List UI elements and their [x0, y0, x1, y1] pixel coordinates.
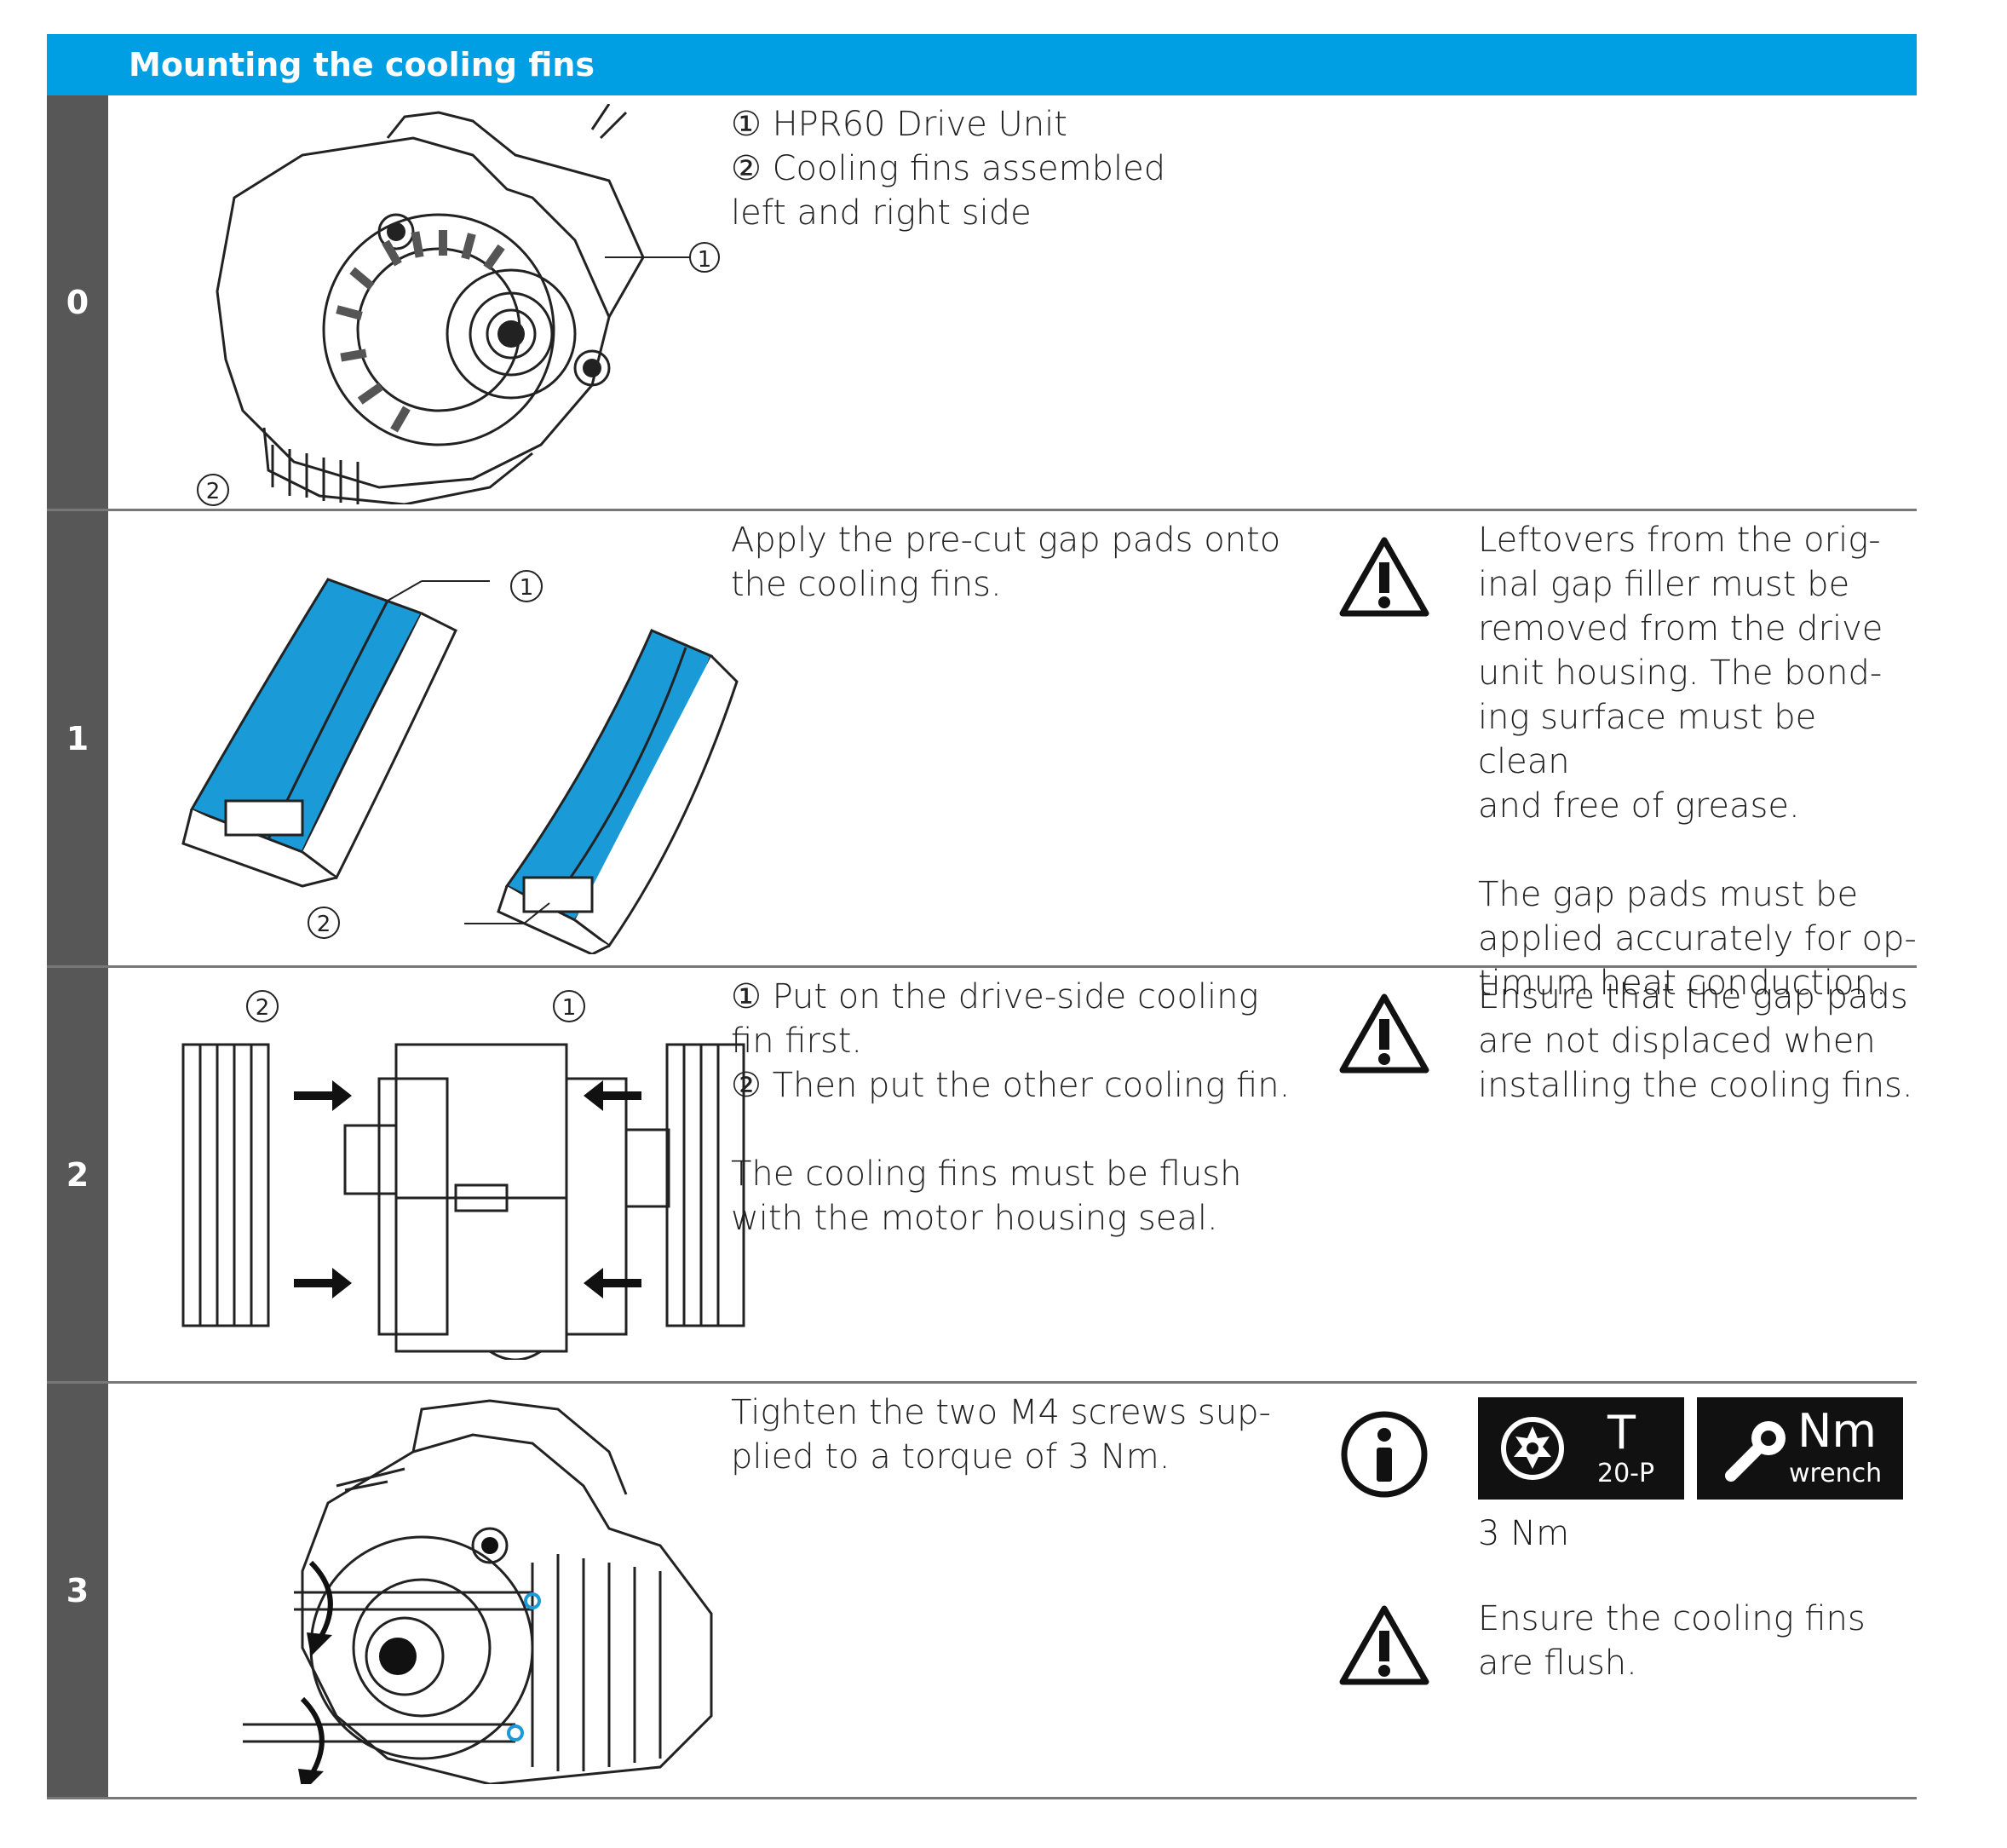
step-description: Apply the pre-cut gap pads onto the cool…	[731, 521, 1281, 604]
step-description: ① HPR60 Drive Unit ② Cooling fins assemb…	[731, 105, 1166, 233]
section-header: Mounting the cooling fins	[47, 34, 1917, 95]
callout-2: 2	[206, 479, 221, 504]
warning-icon	[1339, 1605, 1429, 1685]
callout-2: 2	[317, 912, 331, 937]
step-description: Tighten the two M4 screws sup- plied to …	[731, 1393, 1271, 1477]
step-row-2: 2	[47, 968, 1917, 1384]
step-row-0: 0	[47, 95, 1917, 511]
cooling-fin-installation-illustration	[181, 1043, 745, 1360]
callout-2-marker: 2	[197, 474, 229, 506]
info-icon	[1341, 1411, 1428, 1498]
warning-note: Ensure that the gap pads are not displac…	[1478, 977, 1913, 1105]
warning-icon	[1339, 537, 1429, 617]
callout-2-marker: 2	[308, 907, 340, 939]
callout-1: 1	[562, 995, 577, 1021]
torx-size-letter: T	[1607, 1406, 1636, 1459]
callout-1-marker: 1	[510, 570, 543, 602]
warning-note: Ensure the cooling fins are flush.	[1478, 1599, 1866, 1683]
step-row-3: 3	[47, 1384, 1917, 1799]
wrench-icon	[1725, 1421, 1786, 1482]
step-number: 2	[47, 968, 108, 1381]
section-title: Mounting the cooling fins	[129, 46, 595, 83]
torque-value: 3 Nm	[1478, 1514, 1570, 1553]
warning-note: Leftovers from the orig- inal gap filler…	[1478, 521, 1917, 1003]
page: Mounting the cooling fins 0	[47, 34, 1917, 1799]
gap-pads-illustration	[181, 578, 739, 954]
torque-wrench-badge: Nm wrench	[1697, 1397, 1903, 1500]
drive-unit-illustration: 1	[216, 104, 720, 504]
callout-2: 2	[256, 995, 270, 1021]
torx-icon	[1501, 1417, 1564, 1480]
callout-1: 1	[698, 247, 712, 273]
callout-1-marker: 1	[553, 990, 585, 1022]
wrench-label: wrench	[1789, 1459, 1883, 1488]
step-row-1: 1 1	[47, 511, 1917, 1003]
callout-1: 1	[520, 575, 534, 601]
step-number: 3	[47, 1384, 108, 1797]
step-number: 1	[47, 511, 108, 965]
warning-icon	[1339, 993, 1429, 1074]
screw-tightening-illustration	[243, 1399, 713, 1784]
torque-unit: Nm	[1797, 1404, 1877, 1458]
torx-size-label: 20-P	[1597, 1459, 1655, 1488]
step-description: ① Put on the drive-side cooling fin firs…	[731, 977, 1291, 1238]
torx-bit-badge: T 20-P	[1478, 1397, 1684, 1500]
step-number: 0	[47, 95, 108, 509]
callout-2-marker: 2	[246, 990, 279, 1022]
